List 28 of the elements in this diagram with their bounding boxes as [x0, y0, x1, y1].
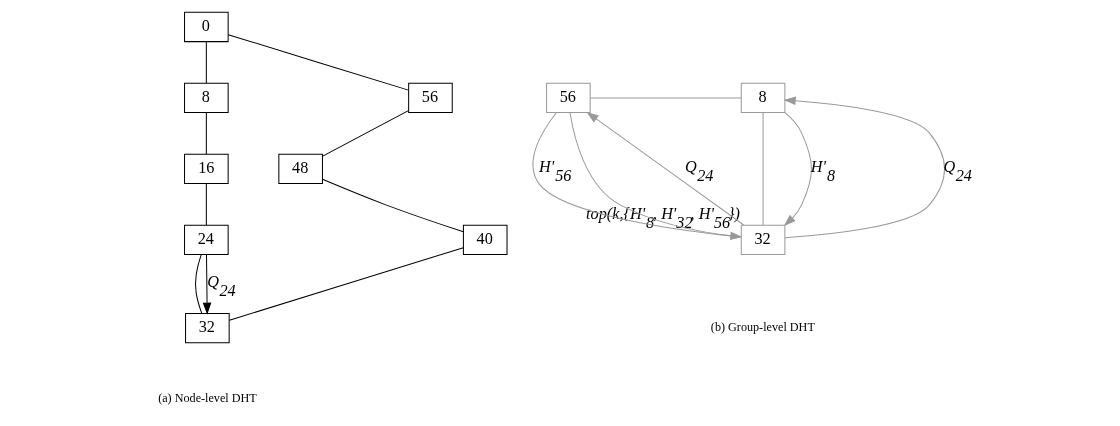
- node-box: 56: [408, 82, 453, 114]
- connector: [569, 112, 742, 238]
- node-box: 56: [546, 82, 591, 114]
- connector: [589, 97, 742, 99]
- arrow: [783, 96, 946, 239]
- arrow: [783, 112, 812, 227]
- node-box: 48: [278, 153, 323, 185]
- node-box: 32: [740, 224, 786, 256]
- node-box: 8: [184, 82, 229, 114]
- node-box: 16: [184, 153, 229, 185]
- label: (b) Group-level DHT: [710, 320, 815, 335]
- connector: [194, 254, 203, 314]
- connector: [322, 178, 464, 233]
- connector: [227, 34, 409, 91]
- node-box: 24: [184, 224, 229, 256]
- connector: [205, 112, 207, 155]
- arrow: [586, 111, 745, 226]
- connector: [762, 112, 764, 226]
- label: (a) Node-level DHT: [158, 391, 257, 406]
- arrow: [202, 254, 212, 315]
- connector: [205, 41, 207, 84]
- node-box: 40: [462, 224, 508, 256]
- node-box: 32: [185, 312, 230, 344]
- node-box: 8: [740, 82, 786, 114]
- node-box: 0: [184, 11, 229, 43]
- connector: [228, 247, 464, 321]
- connector: [205, 183, 207, 226]
- connector: [322, 110, 409, 157]
